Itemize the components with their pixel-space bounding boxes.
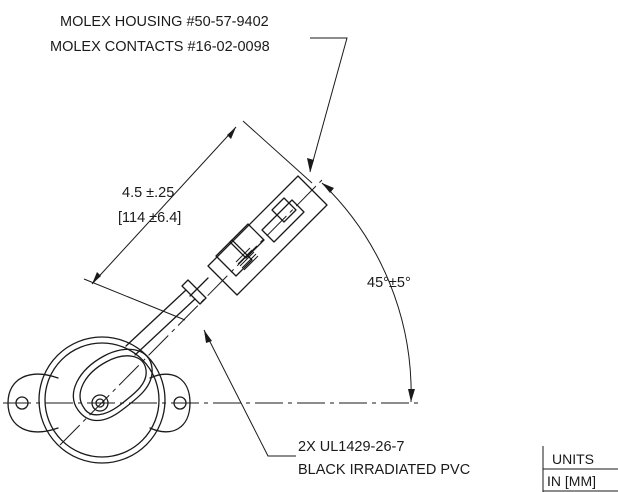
- units-header: UNITS: [552, 451, 594, 467]
- length-dimension-mm: [114 ±6.4]: [118, 210, 181, 226]
- angle-dimension-arc: [321, 182, 415, 403]
- connector-callout-line1: MOLEX HOUSING #50-57-9402: [60, 14, 269, 30]
- length-dimension-inches: 4.5 ±.25: [122, 185, 174, 201]
- connector-callout-line2: MOLEX CONTACTS #16-02-0098: [50, 39, 270, 55]
- connector-body: [207, 175, 328, 296]
- sensor-housing: [7, 336, 191, 464]
- angle-dimension: 45°±5°: [367, 275, 411, 291]
- cable: [125, 277, 209, 356]
- wire-callout-line1: 2X UL1429-26-7: [298, 439, 404, 455]
- diagonal-centerline: [59, 179, 323, 446]
- connector-leader: [307, 37, 348, 173]
- wire-callout-line2: BLACK IRRADIATED PVC: [298, 462, 470, 478]
- length-dimension-lines: [83, 120, 313, 321]
- units-box: [542, 446, 618, 492]
- units-value: IN [MM]: [547, 473, 596, 489]
- wire-leader: [203, 329, 296, 457]
